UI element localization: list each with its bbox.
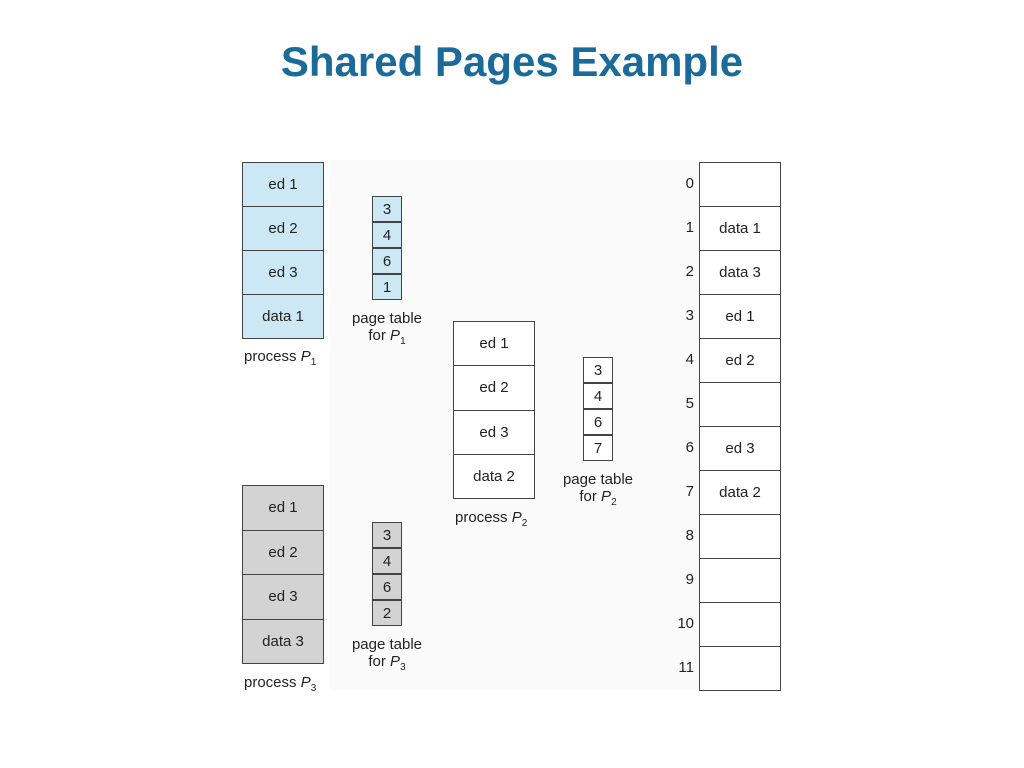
page-table-pt2-entry: 7 — [583, 435, 613, 461]
page-table-pt1-entry: 6 — [372, 248, 402, 274]
process-p1-page: ed 1 — [242, 162, 324, 207]
page-table-p1-caption-var: P — [390, 327, 401, 344]
page-table-p1-caption-sub: 1 — [400, 336, 406, 347]
page-title: Shared Pages Example — [280, 38, 744, 85]
process-p2-caption: process P2 — [455, 509, 527, 529]
frame-number: 5 — [685, 395, 694, 412]
frame-number: 10 — [677, 615, 694, 632]
process-p2-caption-var: P — [511, 509, 522, 526]
memory-frame — [699, 162, 781, 207]
page-table-p2-caption-line1: page table — [562, 471, 634, 488]
page-table-pt1-entry: 3 — [372, 196, 402, 222]
process-p3-page: ed 1 — [242, 485, 324, 531]
memory-frame: ed 1 — [699, 294, 781, 339]
frame-number: 6 — [685, 439, 694, 456]
page-table-pt2-entry: 6 — [583, 409, 613, 435]
memory-frame — [699, 602, 781, 647]
process-p2-page: ed 3 — [453, 409, 535, 455]
process-p1-caption: process P1 — [244, 348, 316, 368]
page-table-pt1-entry: 4 — [372, 222, 402, 248]
process-p3-caption-var: P — [300, 674, 311, 691]
page-table-p1-caption-line1: page table — [351, 310, 423, 327]
page-table-pt3-entry: 3 — [372, 522, 402, 548]
memory-frame: data 2 — [699, 470, 781, 515]
frame-number: 11 — [678, 659, 694, 676]
memory-frame: data 3 — [699, 250, 781, 295]
page-table-p2-caption: page table for P2 — [558, 471, 638, 508]
memory-frame: ed 2 — [699, 338, 781, 383]
process-p2-page: ed 2 — [453, 365, 535, 411]
memory-frame — [699, 514, 781, 559]
page-table-pt1-entry: 1 — [372, 274, 402, 300]
physical-memory: 0 1 data 1 2 data 3 3 ed 1 4 ed 2 5 6 ed 3 7 data 2 8 9… — [660, 162, 782, 691]
page-table-pt3-entry: 6 — [372, 574, 402, 600]
page-table-pt2-entry: 4 — [583, 383, 613, 409]
frame-number: 7 — [685, 483, 694, 500]
page-table-pt3-entry: 2 — [372, 600, 402, 626]
page-table-p2-caption-var: P — [601, 488, 612, 505]
frame-number: 0 — [685, 175, 694, 192]
frame-number: 3 — [685, 307, 694, 324]
page-table-p2-caption-sub: 2 — [611, 497, 617, 508]
frame-number: 8 — [685, 527, 694, 544]
process-p2-page: data 2 — [453, 453, 535, 499]
process-p3-caption: process P3 — [244, 674, 316, 694]
page-table-p3-caption-var: P — [390, 653, 401, 670]
process-p2-caption-text: process — [455, 509, 512, 526]
page-table-p3-caption-line1: page table — [351, 636, 423, 653]
page-table-p3-caption-sub: 3 — [400, 662, 406, 673]
process-p1-page: data 1 — [242, 294, 324, 339]
frame-number: 4 — [685, 351, 694, 368]
page-table-p2-caption-prefix: for — [579, 488, 602, 505]
process-p3-page: data 3 — [242, 618, 324, 664]
memory-frame — [699, 382, 781, 427]
page-table-pt3-entry: 4 — [372, 548, 402, 574]
page-table-p1-caption-prefix: for — [368, 327, 391, 344]
process-p1-caption-text: process — [244, 348, 301, 365]
process-p3-page: ed 2 — [242, 529, 324, 575]
process-p1-caption-sub: 1 — [310, 357, 317, 368]
process-p3-page: ed 3 — [242, 574, 324, 620]
frame-number: 1 — [685, 219, 694, 236]
process-p3-caption-sub: 3 — [310, 683, 317, 694]
process-p1-page: ed 2 — [242, 206, 324, 251]
process-p2-caption-sub: 2 — [521, 518, 528, 529]
memory-frame: ed 3 — [699, 426, 781, 471]
memory-frame — [699, 558, 781, 603]
page-table-pt2-entry: 3 — [583, 357, 613, 383]
page-table-p3-caption: page table for P3 — [347, 636, 427, 673]
page-table-p1-caption: page table for P1 — [347, 310, 427, 347]
process-p2-page: ed 1 — [453, 321, 535, 367]
process-p1-page: ed 3 — [242, 250, 324, 295]
frame-number: 9 — [685, 571, 694, 588]
process-p3-caption-text: process — [244, 674, 301, 691]
memory-frame: data 1 — [699, 206, 781, 251]
page-table-p3-caption-prefix: for — [368, 653, 391, 670]
process-p1-caption-var: P — [300, 348, 311, 365]
memory-frame — [699, 646, 781, 691]
frame-number: 2 — [685, 263, 694, 280]
